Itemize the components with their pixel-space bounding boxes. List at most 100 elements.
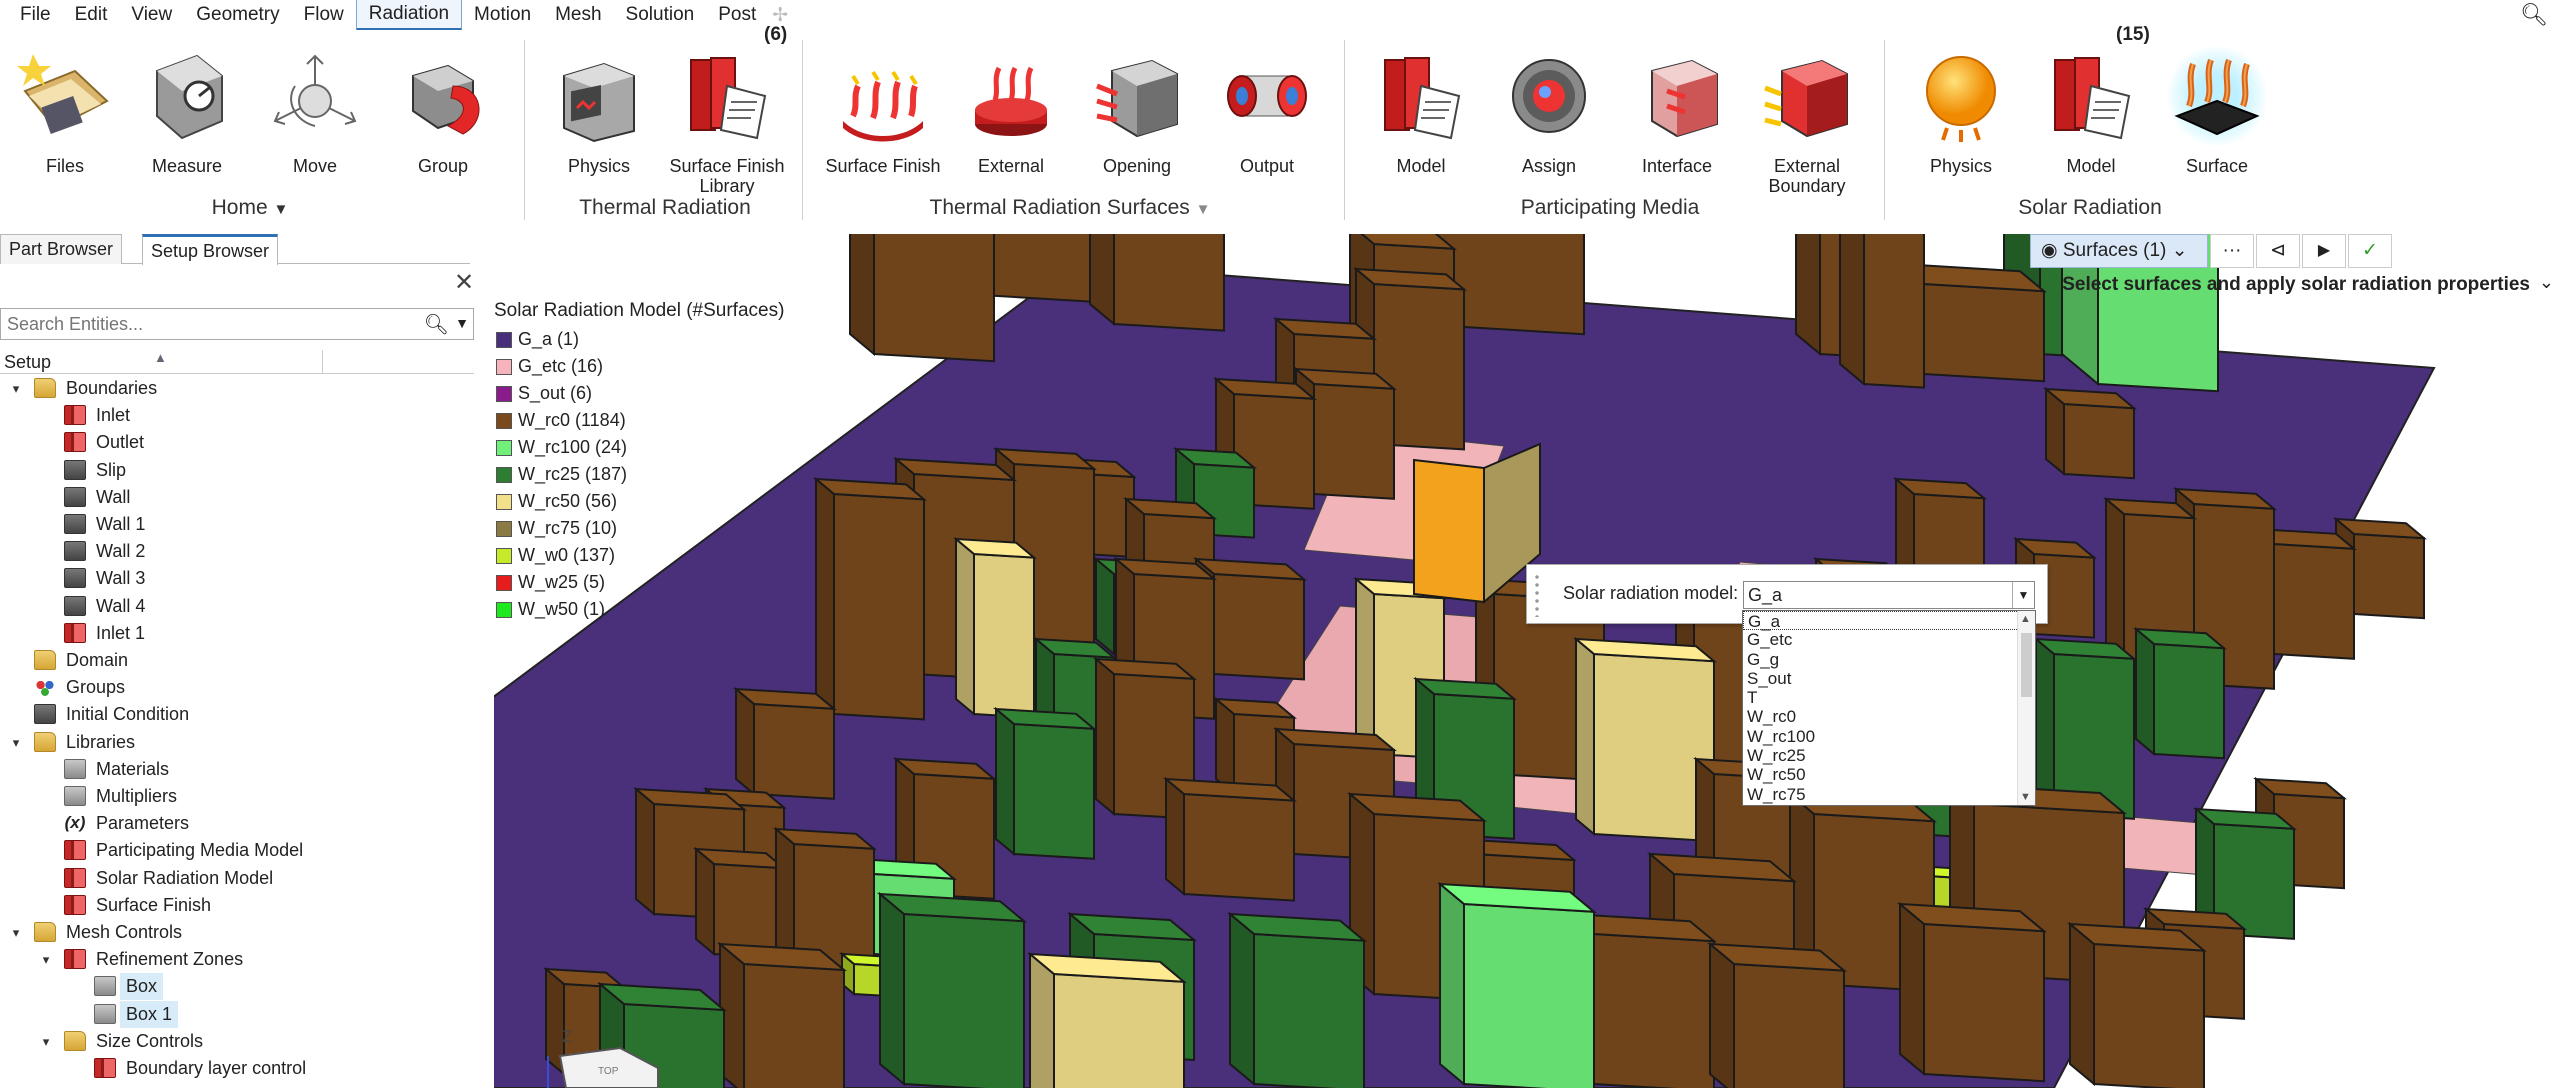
tree-item[interactable]: Wall 3	[0, 565, 474, 592]
dropdown-option[interactable]: G_a	[1743, 611, 2035, 631]
measure-tool[interactable]: Measure	[122, 46, 252, 176]
menu-view[interactable]: View	[131, 4, 173, 25]
menu-edit[interactable]: Edit	[74, 4, 108, 25]
thermal-physics-tool[interactable]: Physics	[534, 46, 664, 176]
tree-item[interactable]: Wall 1	[0, 511, 474, 538]
building[interactable]	[2193, 806, 2297, 940]
chevron-down-icon[interactable]: ▼	[1195, 201, 1211, 218]
scroll-up-icon[interactable]: ▲	[2020, 613, 2031, 625]
expand-toggle-icon[interactable]: ▾	[12, 381, 20, 396]
tree-item[interactable]: Inlet	[0, 402, 474, 429]
tree-item[interactable]: ▾Size Controls	[0, 1028, 474, 1055]
tree-item[interactable]: (x)Parameters	[0, 810, 474, 837]
chevron-down-icon[interactable]: ▼	[455, 315, 469, 331]
tab-part-browser[interactable]: Part Browser	[0, 234, 123, 264]
building[interactable]	[1163, 776, 1297, 902]
tree-item[interactable]: ▾Mesh Controls	[0, 919, 474, 946]
pin-icon[interactable]: ✢	[772, 4, 789, 26]
search-input[interactable]	[1, 309, 421, 339]
tree-item[interactable]: ▾Boundaries	[0, 375, 474, 402]
building[interactable]	[733, 686, 837, 800]
collapse-icon[interactable]: ⌄	[2538, 272, 2554, 292]
building[interactable]	[1089, 234, 1225, 332]
menu-mesh[interactable]: Mesh	[555, 4, 602, 25]
building[interactable]	[1437, 881, 1597, 1088]
building[interactable]	[993, 706, 1097, 860]
thermal-surfaces-group-label[interactable]: Thermal Radiation Surfaces ▼	[929, 196, 1211, 219]
building[interactable]	[2033, 636, 2137, 820]
tree-column-header[interactable]: Setup ▲	[0, 350, 474, 374]
output-tool[interactable]: Output	[1202, 46, 1332, 176]
dropdown-option[interactable]: W_rc100	[1747, 726, 1816, 746]
tree-item[interactable]: Participating Media Model	[0, 837, 474, 864]
scrollbar-thumb[interactable]	[2021, 633, 2032, 697]
buildings[interactable]	[543, 234, 2427, 1088]
move-tool[interactable]: Move	[250, 46, 380, 176]
building[interactable]	[1897, 901, 2047, 1083]
drag-grip-icon[interactable]	[1535, 573, 1539, 617]
tree-item[interactable]: ▾Refinement Zones	[0, 946, 474, 973]
dropdown-option[interactable]: T	[1747, 688, 1758, 708]
chevron-down-icon[interactable]: ▼	[2012, 582, 2034, 608]
opening-tool[interactable]: Opening	[1072, 46, 1202, 176]
building[interactable]	[877, 891, 1027, 1088]
building[interactable]	[1193, 556, 1307, 681]
building[interactable]	[2061, 234, 2219, 393]
tree-item[interactable]: Box 1	[0, 1000, 474, 1028]
previous-button[interactable]: ⊲	[2256, 234, 2300, 268]
tree-item[interactable]: Boundary layer control	[0, 1055, 474, 1082]
more-options-button[interactable]: ···	[2210, 234, 2254, 268]
tree-item[interactable]: Wall 4	[0, 593, 474, 620]
building[interactable]	[773, 826, 877, 970]
interface-tool[interactable]: Interface	[1612, 46, 1742, 176]
dropdown-option[interactable]: G_g	[1747, 649, 1780, 669]
assign-tool[interactable]: Assign	[1484, 46, 1614, 176]
apply-check-button[interactable]: ✓	[2348, 234, 2392, 268]
chevron-down-icon[interactable]: ▼	[273, 201, 289, 218]
dropdown-option[interactable]: G_etc	[1747, 630, 1793, 650]
selected-building[interactable]	[1413, 458, 1485, 604]
external-tool[interactable]: External	[946, 46, 1076, 176]
solar-model-select[interactable]: G_a ▼	[1743, 581, 2035, 609]
tree-item[interactable]: Wall	[0, 484, 474, 511]
close-icon[interactable]: ✕	[454, 269, 475, 296]
tree-item[interactable]: Outlet	[0, 429, 474, 456]
building[interactable]	[717, 941, 847, 1088]
graphics-viewport[interactable]: Z TOP	[494, 234, 2560, 1088]
expand-toggle-icon[interactable]: ▾	[12, 925, 20, 940]
dropdown-option[interactable]: S_out	[1747, 668, 1792, 688]
tree-item[interactable]: Groups	[0, 674, 474, 701]
tree-item[interactable]: Multipliers	[0, 783, 474, 810]
search-icon[interactable]: 🔍︎	[423, 314, 449, 336]
building[interactable]	[1483, 442, 1541, 605]
dropdown-option[interactable]: W_rc25	[1747, 746, 1806, 766]
tree-item[interactable]: Materials	[0, 756, 474, 783]
building[interactable]	[2067, 921, 2207, 1088]
tree-item[interactable]: Surface Finish	[0, 892, 474, 919]
external-boundary-tool[interactable]: External Boundary	[1742, 46, 1872, 196]
menu-motion[interactable]: Motion	[474, 4, 532, 25]
options-scrollbar[interactable]: ▲ ▼	[2017, 611, 2035, 805]
dropdown-option[interactable]: W_rc0	[1747, 707, 1797, 727]
tree-item[interactable]: Initial Condition	[0, 701, 474, 728]
menu-file[interactable]: File	[20, 4, 51, 25]
media-model-tool[interactable]: Model	[1356, 46, 1486, 176]
building[interactable]	[1573, 636, 1717, 843]
building[interactable]	[849, 234, 995, 363]
surfaces-selector-button[interactable]: ◉ Surfaces (1) ⌄	[2030, 234, 2208, 268]
building[interactable]	[1027, 951, 1187, 1088]
solar-physics-tool[interactable]: Physics	[1896, 46, 2026, 176]
scroll-down-icon[interactable]: ▼	[2020, 791, 2031, 803]
sort-caret-icon[interactable]: ▲	[154, 350, 167, 365]
building[interactable]	[1839, 234, 1925, 389]
expand-toggle-icon[interactable]: ▾	[12, 734, 20, 750]
tree-item[interactable]: ▾Libraries	[0, 729, 474, 756]
tree-item[interactable]: Inlet 1	[0, 620, 474, 647]
surface-finish-library-tool[interactable]: Surface Finish Library	[662, 46, 792, 196]
expand-toggle-icon[interactable]: ▾	[42, 952, 50, 968]
building[interactable]	[693, 846, 787, 960]
menu-flow[interactable]: Flow	[303, 4, 344, 25]
search-icon[interactable]: 🔍︎	[2520, 2, 2548, 27]
play-button[interactable]: ▶	[2302, 234, 2346, 268]
tree-item[interactable]: Slip	[0, 457, 474, 484]
